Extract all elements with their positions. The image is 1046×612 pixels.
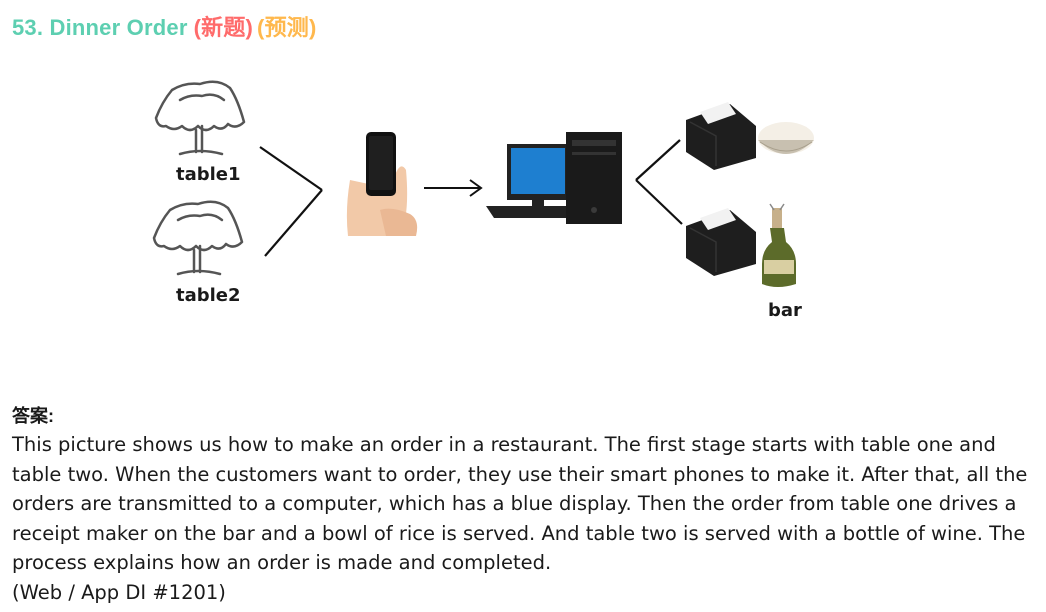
table2-label: table2 <box>176 285 241 306</box>
table1-sketch-icon <box>154 80 246 156</box>
wine-bottle-icon <box>762 203 796 287</box>
receipt-printer-icon-2 <box>686 208 756 276</box>
computer-icon <box>486 132 622 224</box>
converge-lines <box>259 146 323 257</box>
answer-body: This picture shows us how to make an ord… <box>12 433 1028 575</box>
rice-bowl-icon <box>758 122 814 154</box>
answer-heading: 答案: <box>12 406 54 426</box>
diagram-canvas <box>152 80 814 287</box>
dinner-order-diagram: table1 table2 bar <box>0 60 1046 360</box>
receipt-printer-icon <box>686 102 756 170</box>
table1-label: table1 <box>176 164 241 185</box>
bar-label: bar <box>768 300 802 321</box>
arrow-to-computer <box>424 179 483 197</box>
smartphone-icon <box>346 132 418 236</box>
page-title: 53. Dinner Order(新题)(预测) <box>12 10 317 42</box>
answer-source: (Web / App DI #1201) <box>12 580 226 604</box>
table2-sketch-icon <box>152 200 244 276</box>
title-main: 53. Dinner Order <box>12 15 188 40</box>
title-tag-new: (新题) <box>193 15 254 40</box>
diverge-lines <box>635 139 683 225</box>
answer-text: This picture shows us how to make an ord… <box>12 430 1032 608</box>
title-tag-predict: (预测) <box>257 15 317 40</box>
